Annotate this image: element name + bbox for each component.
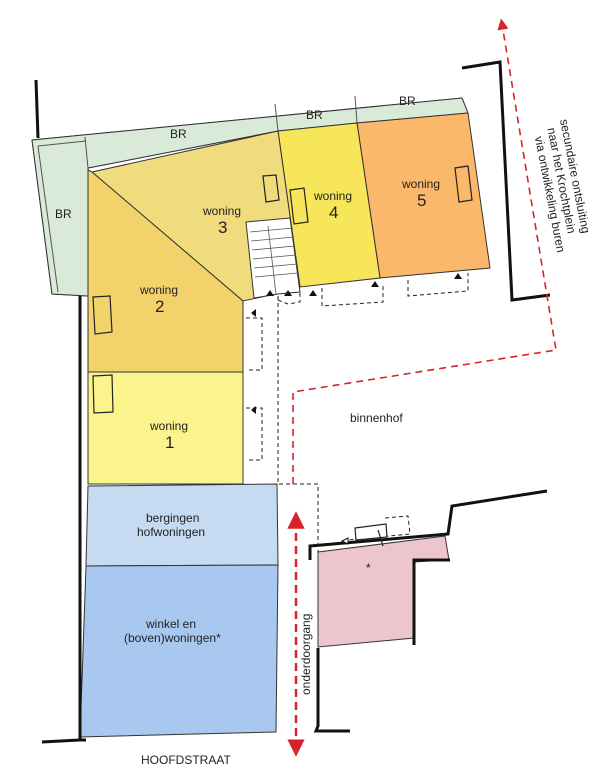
br-label-top: BR <box>170 127 187 141</box>
br-label-right: BR <box>399 94 416 108</box>
door-symbols <box>92 165 473 414</box>
pink-asterisk: * <box>366 561 371 575</box>
br-label-mid: BR <box>306 108 323 122</box>
binnenhof-label: binnenhof <box>350 411 403 425</box>
woning-3-label: woning <box>202 204 241 218</box>
secundaire-label: secundaire ontsluiting naar het Krochtpl… <box>532 118 593 254</box>
woning-2-area <box>87 169 244 373</box>
br-label-left: BR <box>55 207 72 221</box>
pink-door-symbol <box>354 523 388 541</box>
pink-building <box>317 535 450 648</box>
br-divider <box>84 136 89 169</box>
br-divider <box>37 140 87 147</box>
hoofdstraat-label: HOOFDSTRAAT <box>141 753 231 767</box>
woning-2-number: 2 <box>155 297 164 316</box>
br-divider <box>274 103 279 132</box>
woning-4-number: 4 <box>329 203 338 222</box>
entry-markers <box>251 273 462 545</box>
winkel-label-2: (boven)woningen* <box>124 631 221 645</box>
stair-steps <box>249 225 299 295</box>
woning-1-label: woning <box>149 419 188 433</box>
woning-5-number: 5 <box>417 191 426 210</box>
br-divider <box>354 95 358 124</box>
winkel-label-1: winkel en <box>145 617 196 631</box>
woning-1-number: 1 <box>165 433 174 452</box>
bergingen-label-1: bergingen <box>146 511 199 525</box>
woning-4-label: woning <box>313 189 352 203</box>
boundary-walls <box>34 60 551 744</box>
woning-2-label: woning <box>139 283 178 297</box>
onderdoorgang-label: onderdoorgang <box>299 614 313 695</box>
woning-1-area <box>87 371 244 485</box>
bergingen-label-2: hofwoningen <box>137 525 205 539</box>
woning-5-label: woning <box>401 177 440 191</box>
br-inner-line <box>37 145 59 293</box>
woning-3-number: 3 <box>218 218 227 237</box>
winkel-area <box>79 564 279 738</box>
pink-door-leaf <box>377 529 384 547</box>
